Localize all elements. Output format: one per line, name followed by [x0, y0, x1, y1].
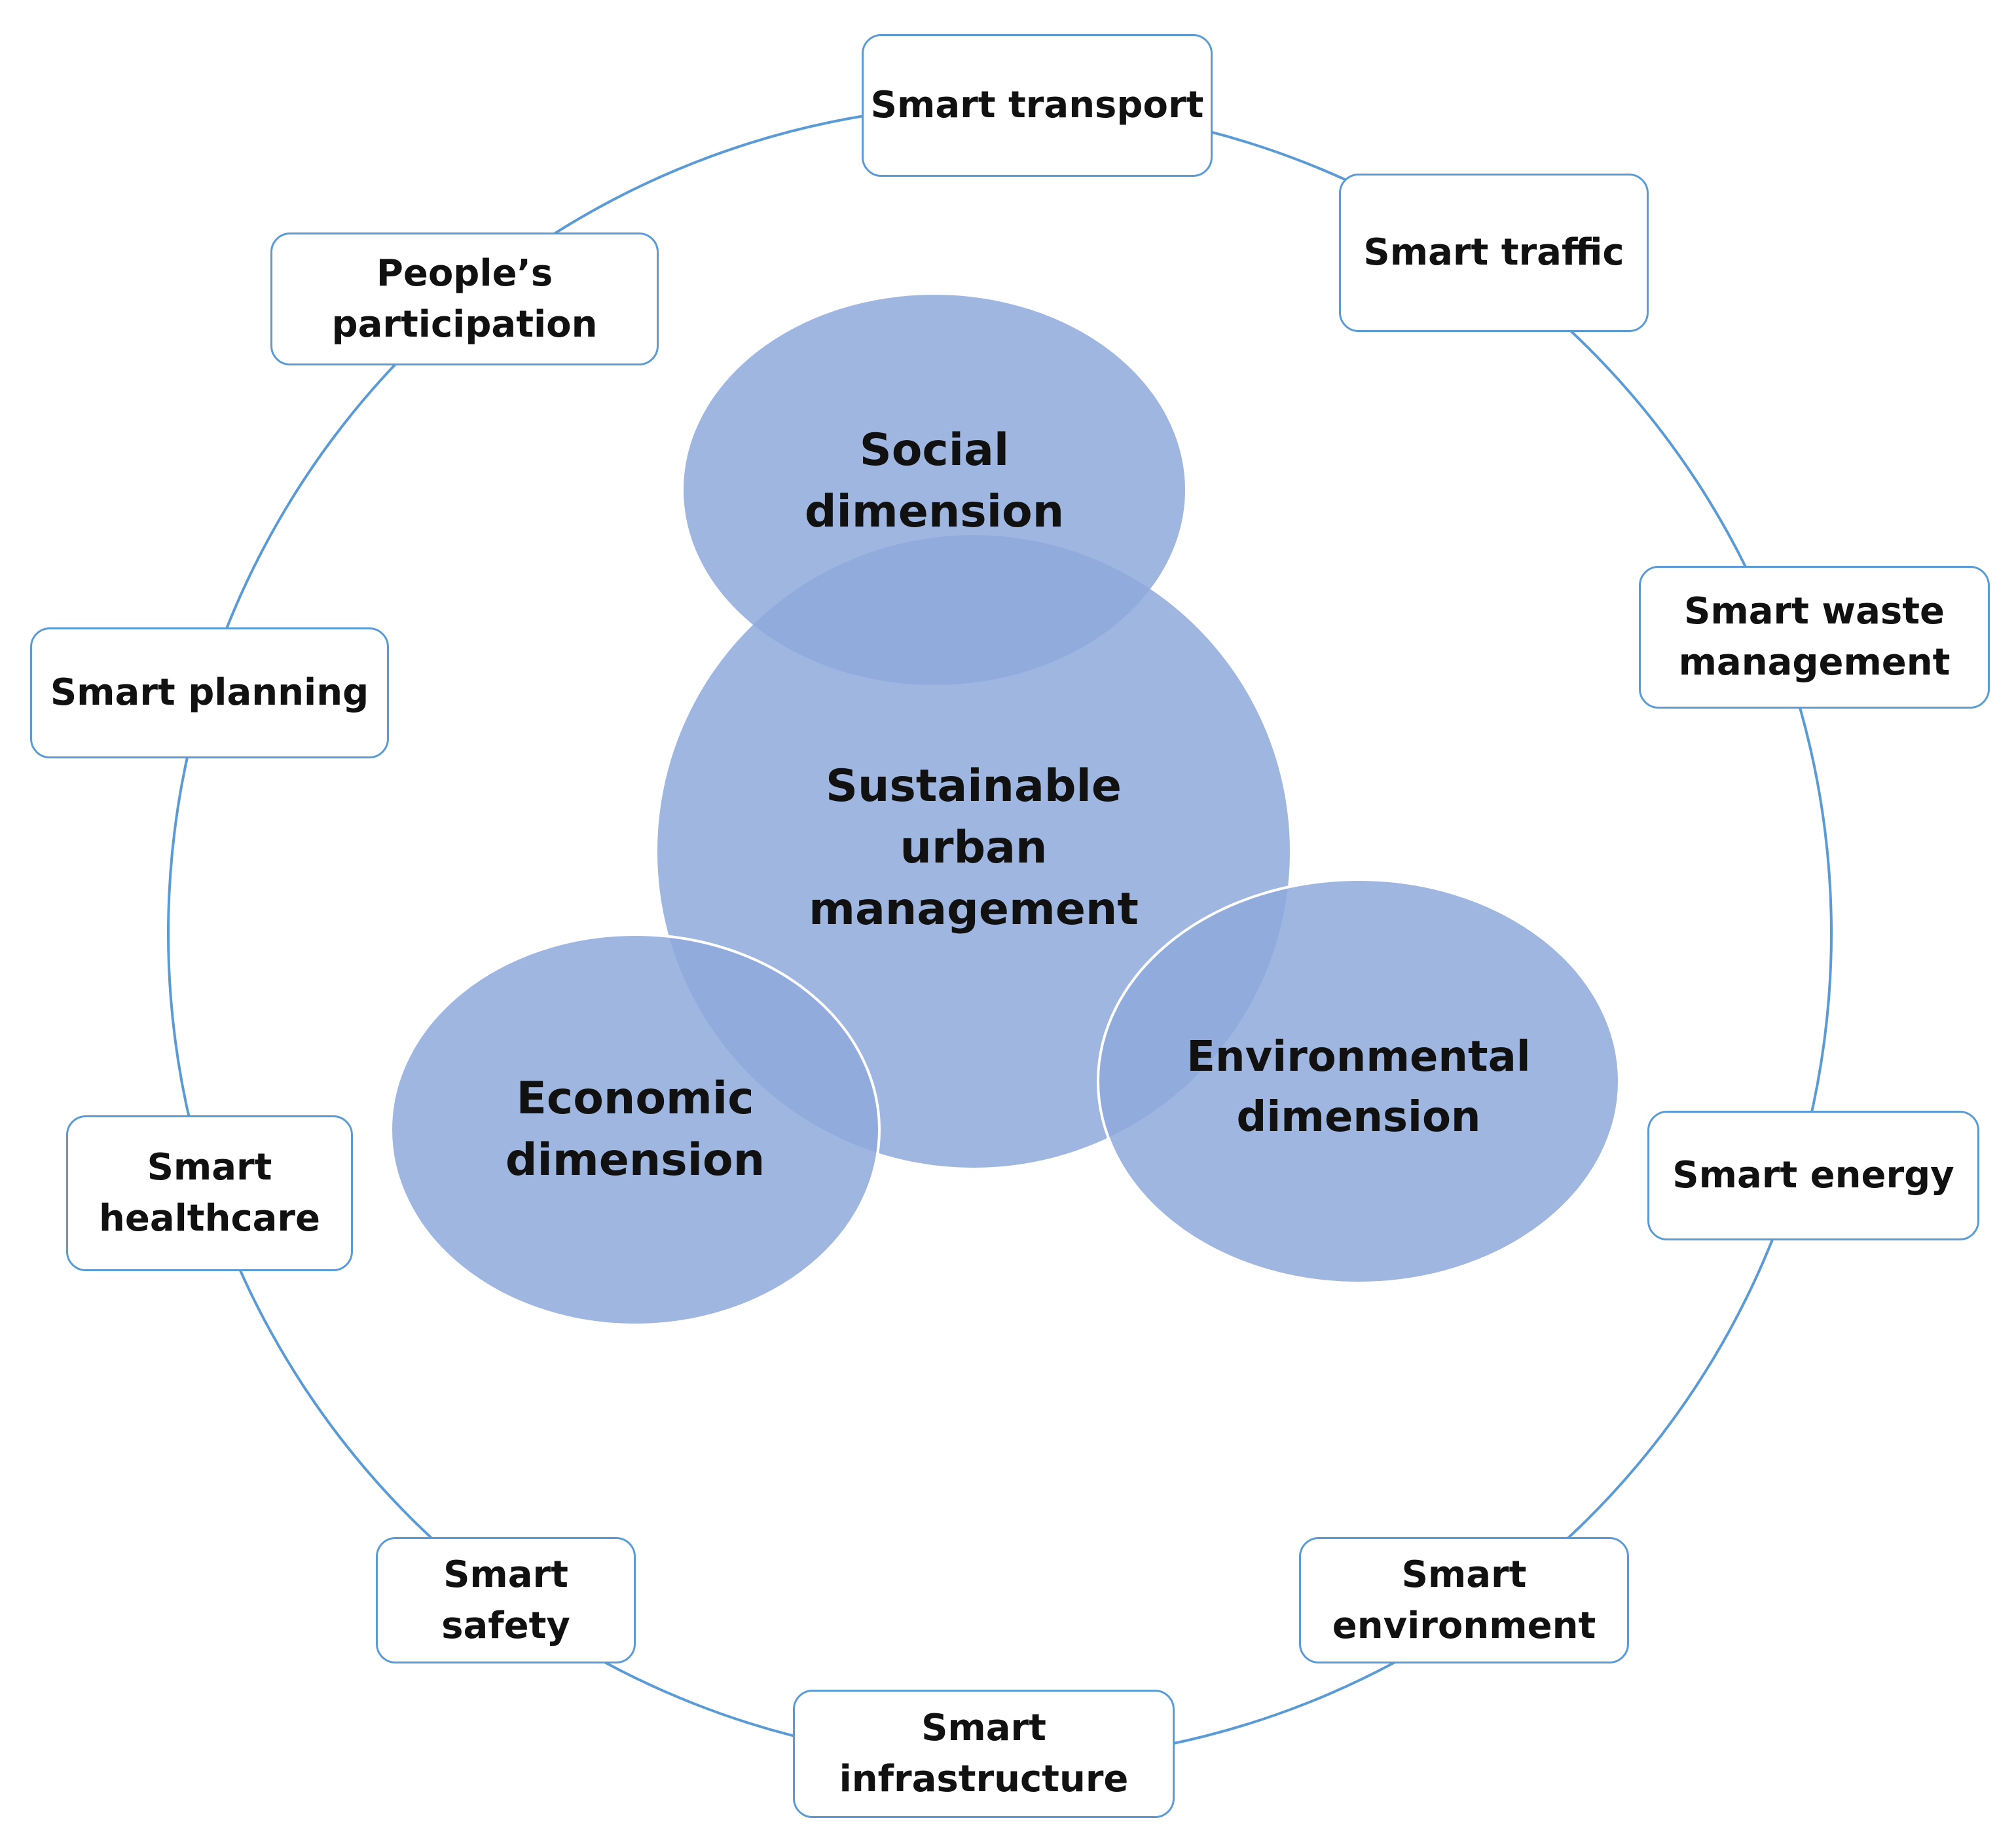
economic-dimension-label: Economic dimension	[439, 1054, 832, 1205]
social-circle	[684, 295, 1185, 685]
economic-dimension-text: Economic dimension	[505, 1073, 765, 1186]
node-smart-transport-text: Smart transport	[870, 84, 1204, 126]
node-smart-infrastructure: Smart infrastructure	[793, 1690, 1175, 1818]
node-smart-safety-text: Smart safety	[441, 1553, 570, 1647]
node-smart-planning-text: Smart planning	[50, 671, 369, 714]
dimension-circles	[390, 295, 1621, 1326]
node-smart-waste-management: Smart waste management	[1639, 566, 1990, 709]
node-smart-healthcare: Smart healthcare	[66, 1115, 353, 1271]
economic-circle	[390, 933, 881, 1326]
node-smart-infrastructure-text: Smart infrastructure	[839, 1707, 1129, 1800]
social-dimension-text: Social dimension	[804, 424, 1065, 538]
node-smart-energy-text: Smart energy	[1672, 1154, 1954, 1197]
node-smart-energy: Smart energy	[1647, 1111, 1979, 1240]
environmental-circle	[1097, 878, 1621, 1284]
core-label: Sustainable urban management	[744, 740, 1203, 956]
social-dimension-label: Social dimension	[738, 406, 1131, 557]
node-smart-transport: Smart transport	[862, 34, 1213, 177]
node-peoples-participation: People’s participation	[270, 232, 659, 365]
core-text: Sustainable urban management	[809, 760, 1139, 935]
node-smart-traffic-text: Smart traffic	[1363, 231, 1624, 274]
node-smart-waste-management-text: Smart waste management	[1678, 590, 1951, 684]
node-smart-planning: Smart planning	[30, 627, 389, 758]
node-smart-environment: Smart environment	[1299, 1537, 1629, 1663]
node-smart-traffic: Smart traffic	[1339, 174, 1649, 332]
node-peoples-participation-text: People’s participation	[331, 251, 598, 346]
environmental-dimension-text: Environmental dimension	[1186, 1033, 1531, 1142]
node-smart-environment-text: Smart environment	[1332, 1553, 1596, 1647]
node-smart-healthcare-text: Smart healthcare	[98, 1146, 321, 1240]
node-smart-safety: Smart safety	[376, 1537, 636, 1663]
environmental-dimension-label: Environmental dimension	[1143, 1012, 1575, 1162]
